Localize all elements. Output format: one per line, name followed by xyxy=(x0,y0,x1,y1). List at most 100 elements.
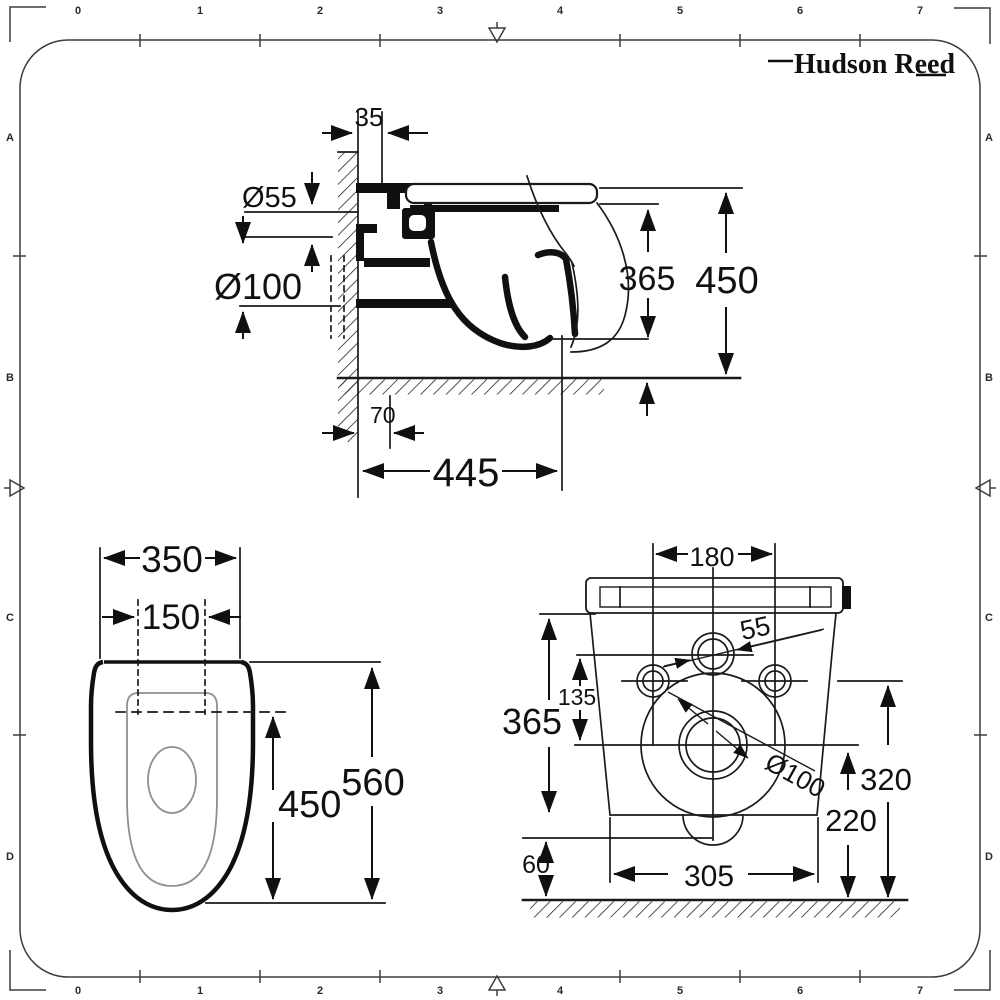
ruler-label: D xyxy=(985,851,993,863)
shell-outer-curve xyxy=(570,201,630,353)
leader-arrow xyxy=(677,698,709,725)
dim-projection: 445 xyxy=(362,335,563,495)
dim-label-450: 450 xyxy=(695,260,758,302)
dim-label-d100-front: Ø100 xyxy=(760,747,830,804)
ruler-label: B xyxy=(985,372,993,384)
right-ruler-ticks xyxy=(974,255,987,736)
dim-floor-gap: 60 xyxy=(522,841,554,897)
dim-label-150: 150 xyxy=(142,598,200,637)
corner-mark-tl xyxy=(9,6,46,42)
dim-label-365: 365 xyxy=(619,260,676,298)
dim-inner-width: 150 xyxy=(102,598,241,715)
dim-bowl-length: 450 xyxy=(265,716,341,900)
dim-overall-depth: 560 xyxy=(205,661,405,904)
ruler-label: 2 xyxy=(317,5,323,17)
ruler-label: 3 xyxy=(437,985,443,997)
fixing-hole-left-outer xyxy=(636,664,670,698)
top-ruler-ticks xyxy=(139,34,861,47)
top-ruler-labels: 0 1 2 3 4 5 6 7 xyxy=(75,5,923,17)
dim-inlet-size: 55 xyxy=(662,610,825,669)
dim-inlet-drop: 135 xyxy=(558,658,596,741)
ruler-label: C xyxy=(6,612,14,624)
dim-label-70: 70 xyxy=(370,402,396,428)
ruler-label: 4 xyxy=(557,985,564,997)
dim-label-d55: Ø55 xyxy=(242,182,297,214)
leader-arrow xyxy=(715,730,749,759)
pan-side-profile xyxy=(404,174,630,353)
centring-arrow-bottom xyxy=(487,974,507,991)
dim-front-height: 365 xyxy=(502,618,562,813)
fixing-hole-left-inner xyxy=(642,670,664,692)
ruler-label: 5 xyxy=(677,985,683,997)
dim-label-445: 445 xyxy=(433,451,500,495)
ruler-label: B xyxy=(6,372,14,384)
wall-face-line xyxy=(337,151,359,498)
dim-label-60: 60 xyxy=(522,851,550,879)
floor-hatch-side xyxy=(340,379,604,395)
centring-arrow-left xyxy=(9,478,26,498)
corner-mark-tr xyxy=(954,7,991,44)
ruler-label: 2 xyxy=(317,985,323,997)
dim-base-width: 305 xyxy=(609,817,819,893)
fixing-hole-right-inner xyxy=(764,670,786,692)
bottom-ruler-ticks xyxy=(139,970,861,983)
ruler-label: 0 xyxy=(75,5,81,17)
ruler-label: 7 xyxy=(917,985,923,997)
dim-wall-offset: 35 xyxy=(322,102,428,184)
bowl-opening xyxy=(147,746,197,814)
sheet-border xyxy=(19,39,981,978)
dim-label-320: 320 xyxy=(860,762,912,797)
ruler-label: C xyxy=(985,612,993,624)
dim-outlet-offset: 70 xyxy=(322,395,424,449)
dim-overall-width: 350 xyxy=(99,539,241,659)
floor-hatch-front xyxy=(530,901,900,918)
ruler-label: A xyxy=(6,132,14,144)
corner-mark-bl xyxy=(9,950,46,991)
seat-rail-inner xyxy=(599,586,832,608)
bottom-ruler-labels: 0 1 2 3 4 5 6 7 xyxy=(75,985,923,997)
dim-outlet-diameter-front: Ø100 xyxy=(667,691,830,804)
bracket-lower-plate xyxy=(364,258,430,267)
centring-arrow-top xyxy=(487,27,507,44)
dim-label-220: 220 xyxy=(825,803,877,838)
dim-label-365-front: 365 xyxy=(502,701,562,742)
dim-ext-lines xyxy=(609,817,819,883)
dim-label-350: 350 xyxy=(141,539,203,580)
trap-bulge-arc xyxy=(682,814,744,846)
dim-outlet-height: 320 xyxy=(860,685,912,898)
ruler-label: 1 xyxy=(197,5,203,17)
ruler-label: A xyxy=(985,132,993,144)
shell-inner-curve xyxy=(569,261,579,349)
trap-back-curve xyxy=(427,238,554,351)
dim-label-55: 55 xyxy=(737,610,773,646)
dim-ext-lines xyxy=(244,211,359,238)
ruler-label: 4 xyxy=(557,5,564,17)
ruler-label: 5 xyxy=(677,5,683,17)
bracket-block xyxy=(387,193,400,209)
leader-arrow xyxy=(663,657,691,669)
bracket-step xyxy=(356,224,377,261)
wall-hatch xyxy=(338,152,358,442)
dim-label-180: 180 xyxy=(689,542,734,572)
front-view: 180 55 135 365 320 xyxy=(502,542,912,918)
rim-underside xyxy=(410,205,559,212)
centring-arrow-right xyxy=(974,478,991,498)
bowl-front-wall xyxy=(534,248,579,338)
sheet-frame: 0 1 2 3 4 5 6 7 0 1 2 3 4 5 6 7 A B C D … xyxy=(4,5,996,997)
seat-ring-outline xyxy=(126,692,218,887)
centerlines xyxy=(539,543,903,841)
trap-inner-curve xyxy=(501,273,529,341)
bracket-bolt-hole xyxy=(409,215,426,231)
dim-ext-lines xyxy=(551,203,659,340)
right-ruler-labels: A B C D xyxy=(985,132,993,863)
ruler-label: 6 xyxy=(797,985,803,997)
dim-label-450-plan: 450 xyxy=(278,784,341,826)
outlet-pipe-support xyxy=(356,299,453,308)
ruler-label: 3 xyxy=(437,5,443,17)
dim-ext-dashed xyxy=(137,599,206,715)
dim-label-560: 560 xyxy=(341,762,404,804)
hidden-pipe-lines xyxy=(330,255,345,339)
bowl-projection-circle xyxy=(640,672,786,818)
dim-lower-height: 220 xyxy=(825,752,877,898)
